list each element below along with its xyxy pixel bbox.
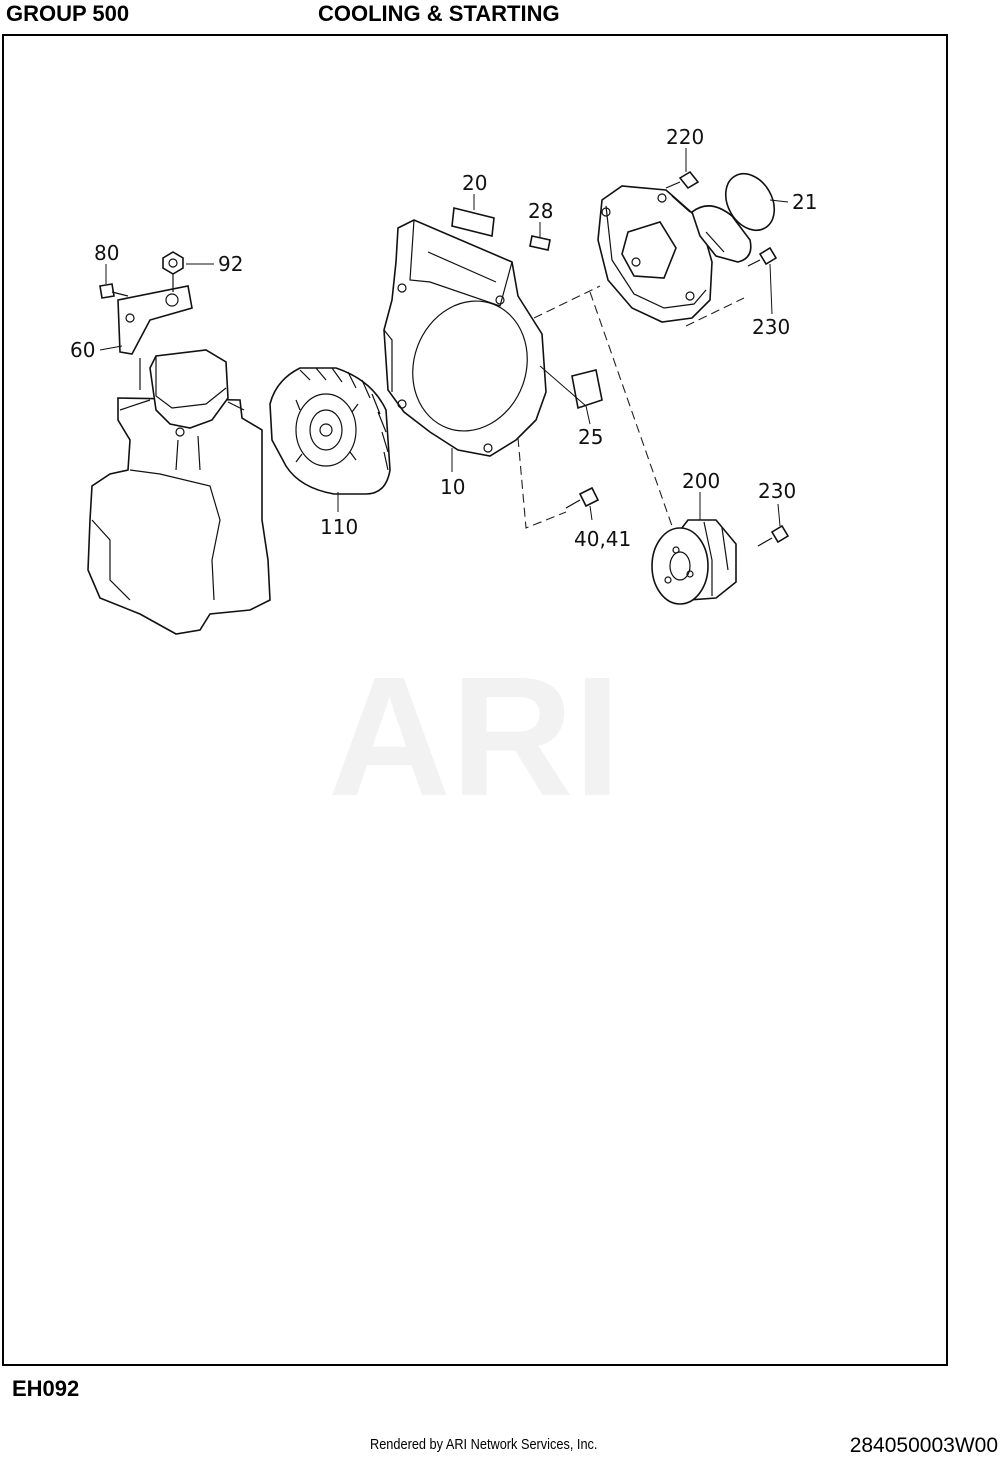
callout-28: 28 [528,199,553,223]
callout-220: 220 [666,125,704,149]
callout-25: 25 [578,425,603,449]
callout-230-lower: 230 [758,479,796,503]
starter-cover-21 [724,172,776,232]
nut-92 [162,251,184,292]
callout-60: 60 [70,338,95,362]
label-plate-28 [529,235,551,251]
rendered-by-credit: Rendered by ARI Network Services, Inc. [370,1436,598,1453]
bolt-220 [665,170,700,190]
bolt-230-lower [757,524,790,547]
callout-10: 10 [440,475,465,499]
fan-shroud-10 [383,219,547,457]
callout-230-upper: 230 [752,315,790,339]
callout-21: 21 [792,190,817,214]
cooling-fan-110 [269,367,391,495]
bolt-230-upper [747,246,778,267]
callout-40-41: 40,41 [574,527,631,551]
model-code: EH092 [12,1376,80,1401]
callout-92: 92 [218,252,243,276]
section-title: COOLING & STARTING [318,1,560,26]
bolt-40-41 [565,486,600,509]
callout-20: 20 [462,171,487,195]
callout-200: 200 [682,469,720,493]
document-id: 284050003W00 [849,1434,998,1457]
bolt-80 [99,283,129,299]
ari-watermark: ARI [328,642,621,832]
callout-110: 110 [320,515,358,539]
bracket-60 [117,285,193,390]
recoil-starter-assembly [597,185,752,323]
starter-pulley-200 [651,519,737,605]
engine-block-illustration [87,349,271,635]
diagram-frame [2,34,948,1366]
group-title: GROUP 500 [6,1,130,26]
label-plate-20 [451,207,495,237]
decal-25 [571,369,603,410]
callout-80: 80 [94,241,119,265]
